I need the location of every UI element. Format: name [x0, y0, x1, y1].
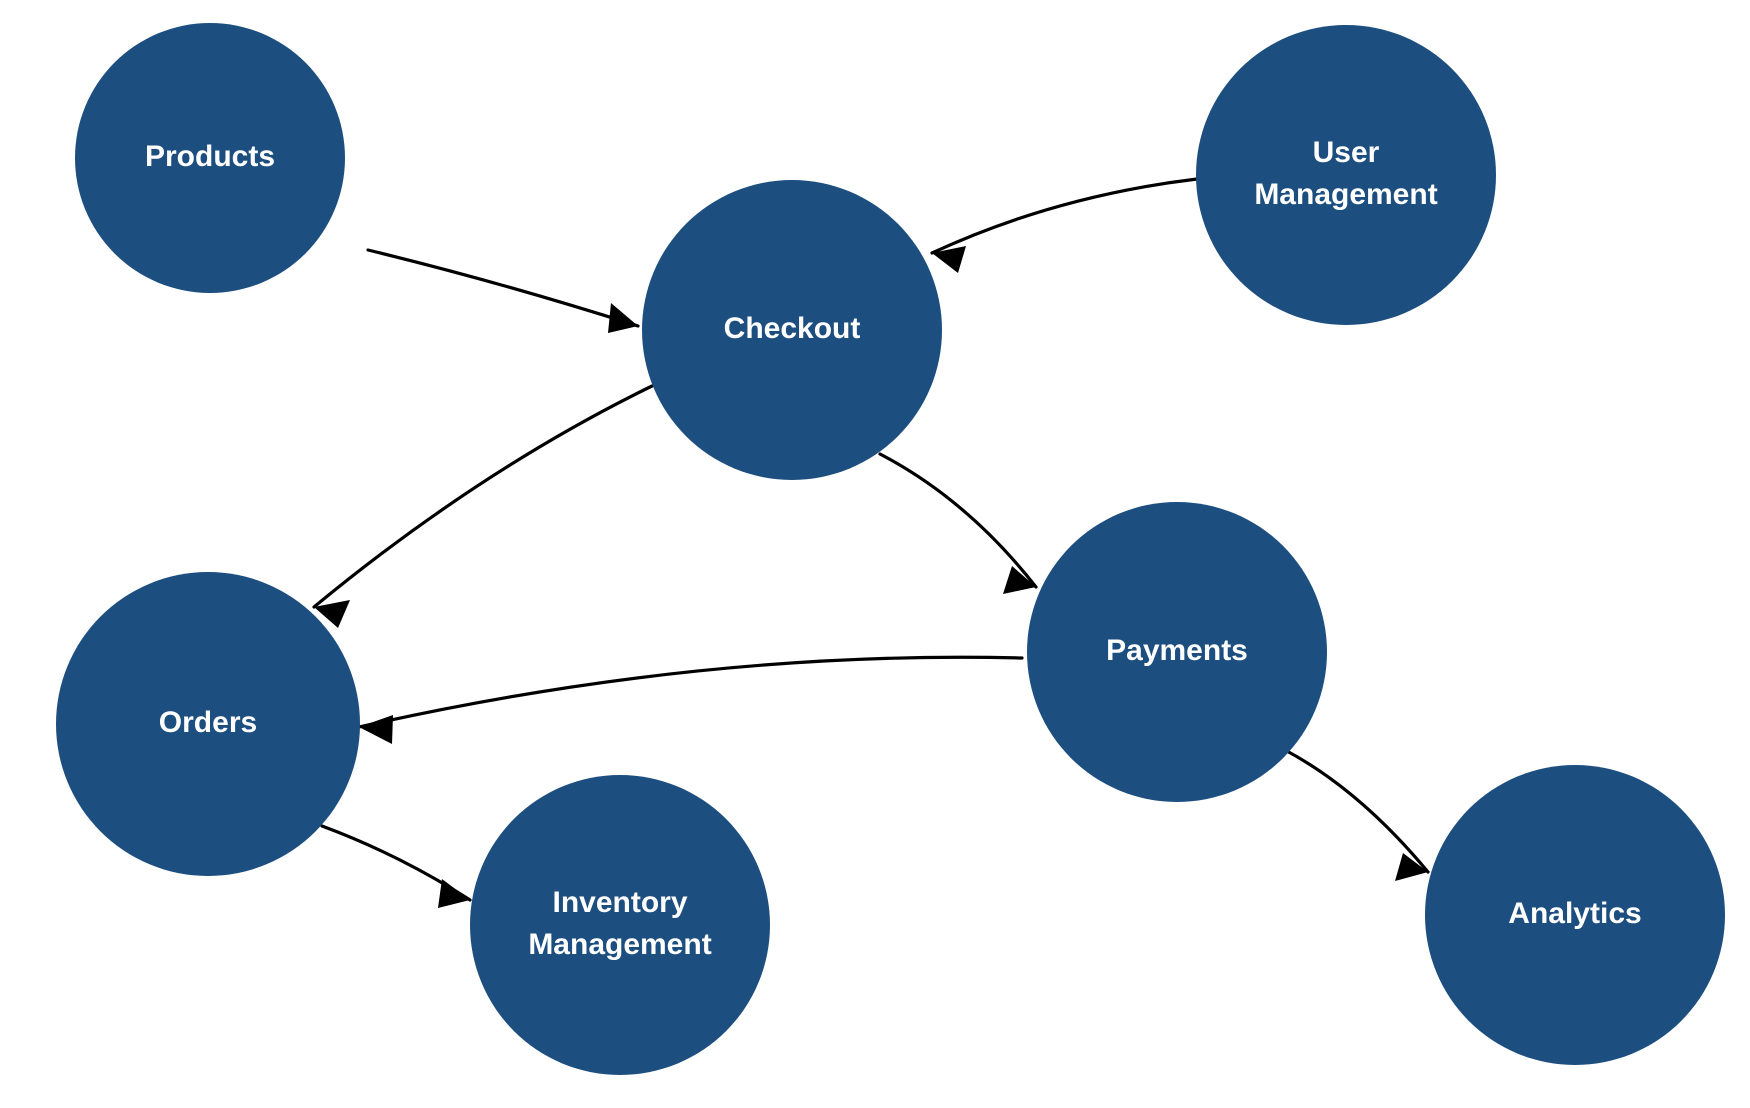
- arrowhead-icon: [1003, 566, 1036, 594]
- edge-payments-analytics: [1283, 748, 1430, 881]
- node-shape[interactable]: [642, 180, 942, 480]
- edge-line: [366, 248, 640, 328]
- node-shape[interactable]: [470, 775, 770, 1075]
- node-products[interactable]: Products: [75, 23, 345, 293]
- edge-checkout-orders: [312, 384, 654, 628]
- edge-line: [357, 655, 1024, 729]
- node-checkout[interactable]: Checkout: [642, 180, 942, 480]
- arrowhead-icon: [359, 715, 393, 744]
- node-shape[interactable]: [1425, 765, 1725, 1065]
- edge-line: [312, 384, 654, 609]
- edge-orders-inventory: [320, 824, 472, 908]
- node-orders[interactable]: Orders: [56, 572, 360, 876]
- edge-checkout-payments: [878, 452, 1038, 594]
- edge-line: [878, 452, 1038, 589]
- node-shape[interactable]: [56, 572, 360, 876]
- arrowhead-icon: [1395, 853, 1428, 881]
- arrowhead-icon: [932, 246, 966, 273]
- node-shape[interactable]: [75, 23, 345, 293]
- arrowhead-icon: [608, 303, 638, 333]
- edge-line: [930, 177, 1199, 255]
- edge-usermgmt-checkout: [930, 177, 1199, 273]
- arrowhead-icon: [314, 600, 350, 628]
- edge-line: [1283, 748, 1430, 874]
- node-shape[interactable]: [1196, 25, 1496, 325]
- edge-layer: [312, 177, 1430, 908]
- edge-products-checkout: [366, 248, 640, 333]
- node-payments[interactable]: Payments: [1027, 502, 1327, 802]
- arrowhead-icon: [438, 879, 470, 908]
- node-analytics[interactable]: Analytics: [1425, 765, 1725, 1065]
- node-shape[interactable]: [1027, 502, 1327, 802]
- edge-payments-orders: [357, 655, 1024, 744]
